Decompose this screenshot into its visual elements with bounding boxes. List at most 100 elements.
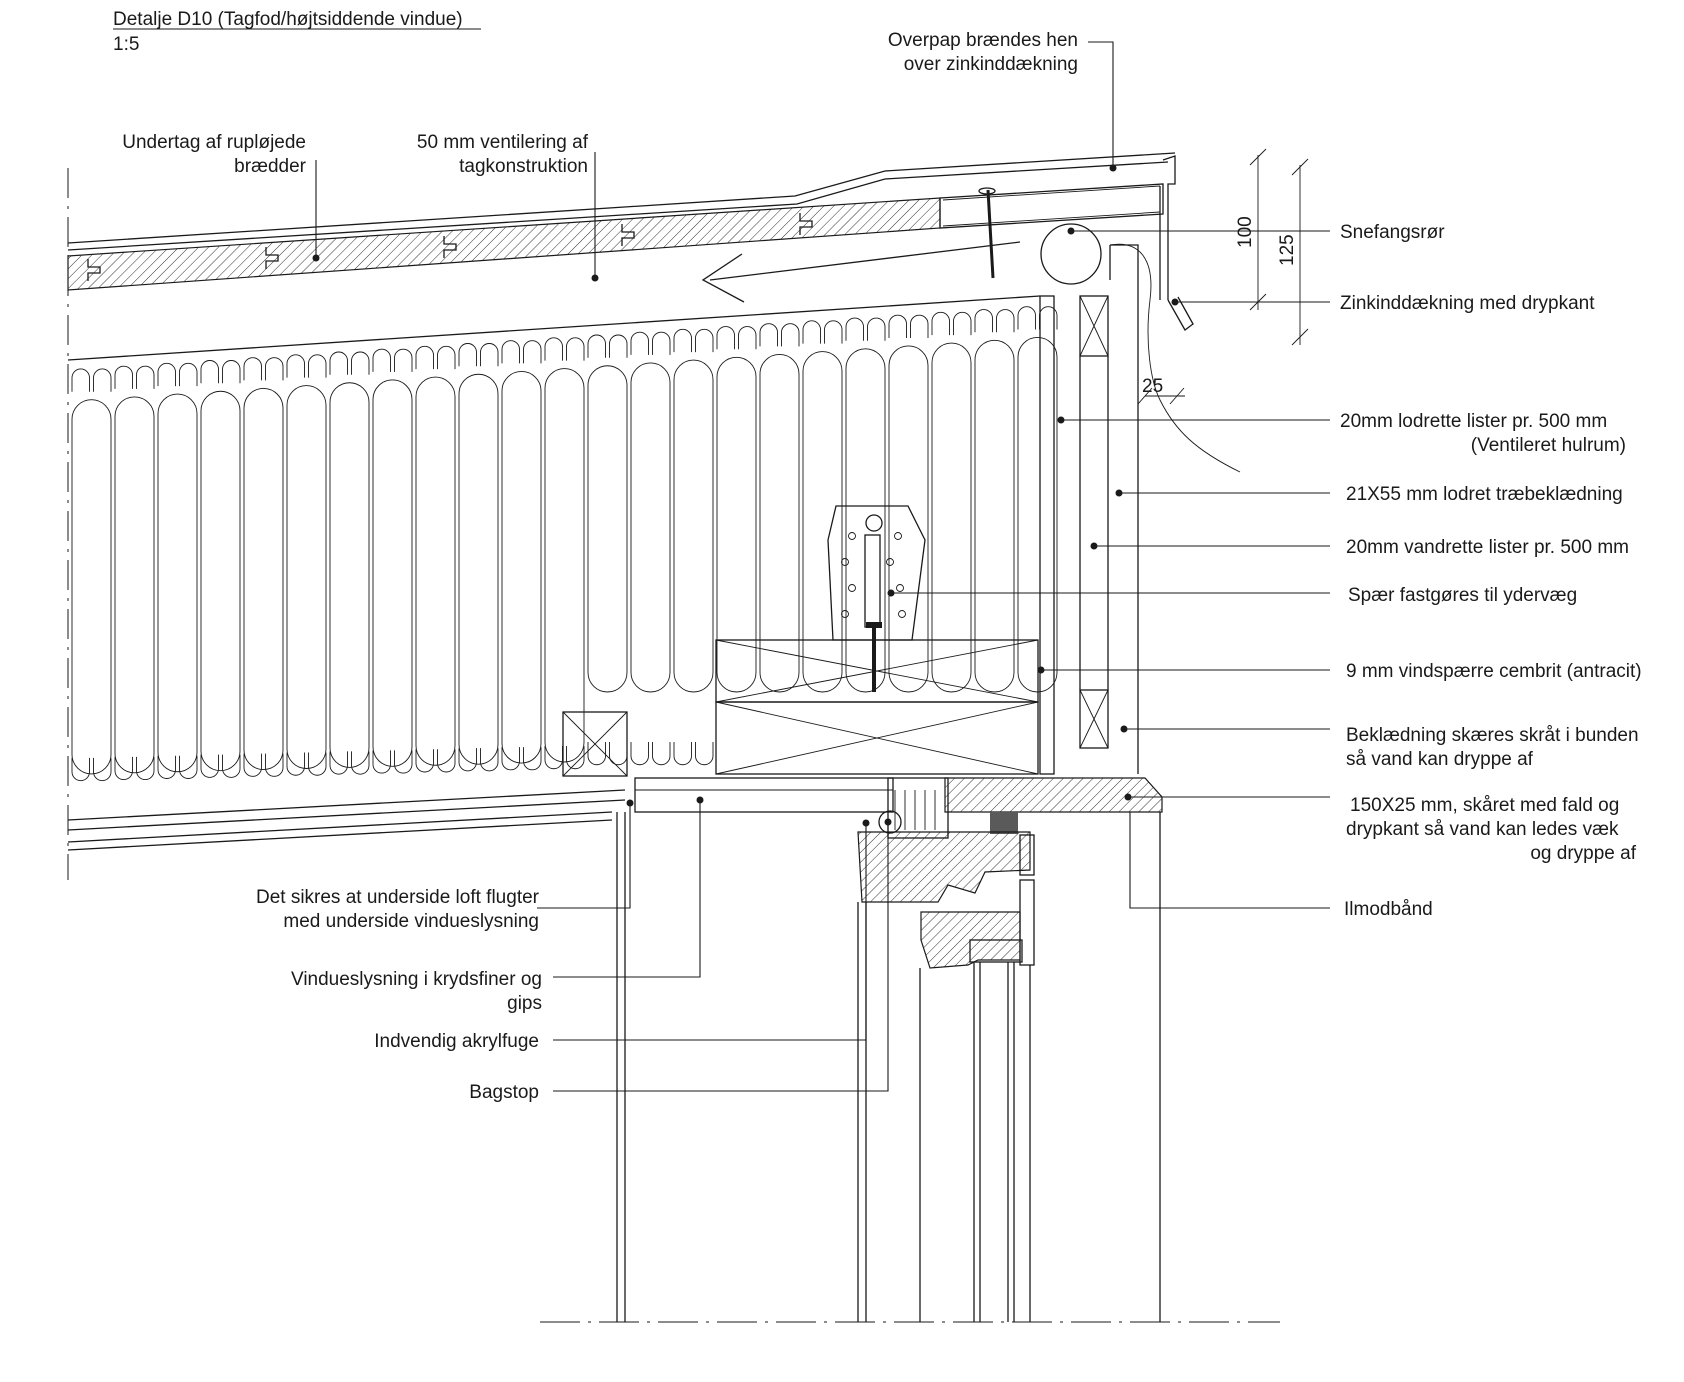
- insulation-wave: [501, 340, 542, 364]
- ilmod-tape: [1109, 243, 1241, 473]
- insulation-wave: [888, 314, 929, 338]
- insulation-loop: [974, 339, 1015, 693]
- label-lodrette-2: (Ventileret hulrum): [1471, 435, 1626, 456]
- label-board-3: og dryppe af: [1530, 843, 1636, 864]
- insulation-wave: [501, 747, 542, 771]
- insulation-wave: [544, 746, 585, 770]
- label-vandrette: 20mm vandrette lister pr. 500 mm: [1346, 537, 1629, 558]
- label-overpap-2: over zinkinddækning: [904, 54, 1078, 75]
- label-zink: Zinkinddækning med drypkant: [1340, 293, 1595, 314]
- insulation-wave: [716, 326, 757, 350]
- insulation-wave: [931, 311, 972, 336]
- insulation-loop: [501, 371, 542, 764]
- dimension-lines: [1137, 148, 1309, 405]
- insulation-loop: [372, 379, 413, 767]
- insulation-wave: [673, 742, 714, 766]
- insulation-loop: [759, 354, 800, 693]
- insulation-loop: [630, 362, 671, 693]
- insulation-loop: [888, 345, 929, 693]
- label-ilmod: Ilmodbånd: [1344, 899, 1433, 920]
- insulation-wave: [286, 354, 327, 378]
- dim-100: 100: [1235, 216, 1256, 248]
- insulation-wave: [114, 365, 155, 389]
- insulation-loop: [243, 388, 284, 770]
- wall-plate: [715, 639, 1039, 775]
- insulation-wave: [630, 742, 671, 766]
- leader-lines: [315, 41, 1330, 1092]
- label-loft-1: Det sikres at underside loft flugter: [256, 887, 540, 908]
- insulation-wave: [71, 368, 112, 392]
- label-akryl: Indvendig akrylfuge: [374, 1031, 539, 1052]
- insulation-loop: [458, 373, 499, 765]
- insulation-wave: [329, 351, 370, 375]
- insulation-loop: [673, 359, 714, 693]
- label-lysning-2: gips: [507, 993, 542, 1014]
- insulation-wave: [587, 334, 628, 358]
- label-ventilering-2: tagkonstruktion: [459, 156, 588, 177]
- label-board-1: 150X25 mm, skåret med fald og: [1350, 795, 1619, 816]
- label-loft-2: med underside vindueslysning: [283, 911, 539, 932]
- insulation-wave: [673, 328, 714, 353]
- window-reveal: [616, 777, 894, 1322]
- label-skraat-1: Beklædning skæres skråt i bunden: [1346, 725, 1639, 746]
- label-snefang: Snefangsrør: [1340, 222, 1445, 243]
- insulation-wave: [415, 345, 456, 370]
- insulation-loop: [544, 368, 585, 763]
- leader-dots: [312, 164, 1179, 827]
- insulation-wave: [1017, 306, 1058, 330]
- insulation-wave: [544, 337, 585, 361]
- drawing-title: Detalje D10 (Tagfod/højtsiddende vindue): [113, 9, 463, 30]
- ventilation-arrow-icon: [701, 241, 1021, 303]
- label-lodrette-1: 20mm lodrette lister pr. 500 mm: [1340, 411, 1607, 432]
- insulation-wave: [630, 331, 671, 355]
- ceiling-batten: [562, 711, 628, 777]
- insulation-loop: [286, 385, 327, 769]
- insulation-wave: [114, 756, 155, 781]
- insulation-loop: [587, 365, 628, 693]
- eave-fascia: [939, 155, 1194, 331]
- insulation-loop: [114, 396, 155, 774]
- insulation-loop: [415, 376, 456, 766]
- drawing-scale: 1:5: [113, 34, 139, 55]
- insulation-wave: [759, 323, 800, 347]
- snow-guard-pipe: [1040, 223, 1102, 285]
- insulation-wave: [157, 362, 198, 387]
- insulation-wave: [802, 320, 843, 344]
- label-bagstop: Bagstop: [469, 1082, 539, 1103]
- insulation-wave: [200, 754, 241, 778]
- roof-membrane: [67, 152, 1176, 251]
- window-frame: [857, 777, 1161, 1322]
- insulation-loop: [716, 356, 757, 693]
- insulation: [71, 306, 1058, 782]
- insulation-wave: [974, 309, 1015, 333]
- insulation-loop: [1017, 337, 1058, 693]
- label-beklaedning: 21X55 mm lodret træbeklædning: [1346, 484, 1623, 505]
- insulation-wave: [329, 751, 370, 775]
- insulation-wave: [200, 360, 241, 384]
- insulation-loop: [157, 393, 198, 773]
- insulation-wave: [372, 348, 413, 372]
- insulation-loop: [931, 342, 972, 693]
- label-overpap-1: Overpap brændes hen: [888, 30, 1078, 51]
- insulation-loop: [802, 351, 843, 693]
- exterior-wall: [1039, 244, 1139, 775]
- insulation-wave: [157, 755, 198, 779]
- label-board-2: drypkant så vand kan ledes væk: [1346, 819, 1619, 840]
- rafter-connector: [827, 505, 926, 692]
- undertag-boards: [67, 197, 941, 291]
- dim-125: 125: [1277, 234, 1298, 266]
- insulation-wave: [286, 752, 327, 776]
- insulation-loop: [71, 399, 112, 775]
- label-skraat-2: så vand kan dryppe af: [1346, 749, 1534, 770]
- dim-25: 25: [1142, 376, 1163, 397]
- insulation-wave: [458, 343, 499, 367]
- label-undertag-1: Undertag af rupløjede: [122, 132, 306, 153]
- label-undertag-2: brædder: [234, 156, 306, 177]
- roof-screw: [978, 187, 996, 279]
- label-vindspaerre: 9 mm vindspærre cembrit (antracit): [1346, 661, 1642, 682]
- insulation-loop: [329, 382, 370, 768]
- label-ventilering-1: 50 mm ventilering af: [417, 132, 589, 153]
- insulation-wave: [243, 357, 284, 381]
- insulation-wave: [845, 317, 886, 341]
